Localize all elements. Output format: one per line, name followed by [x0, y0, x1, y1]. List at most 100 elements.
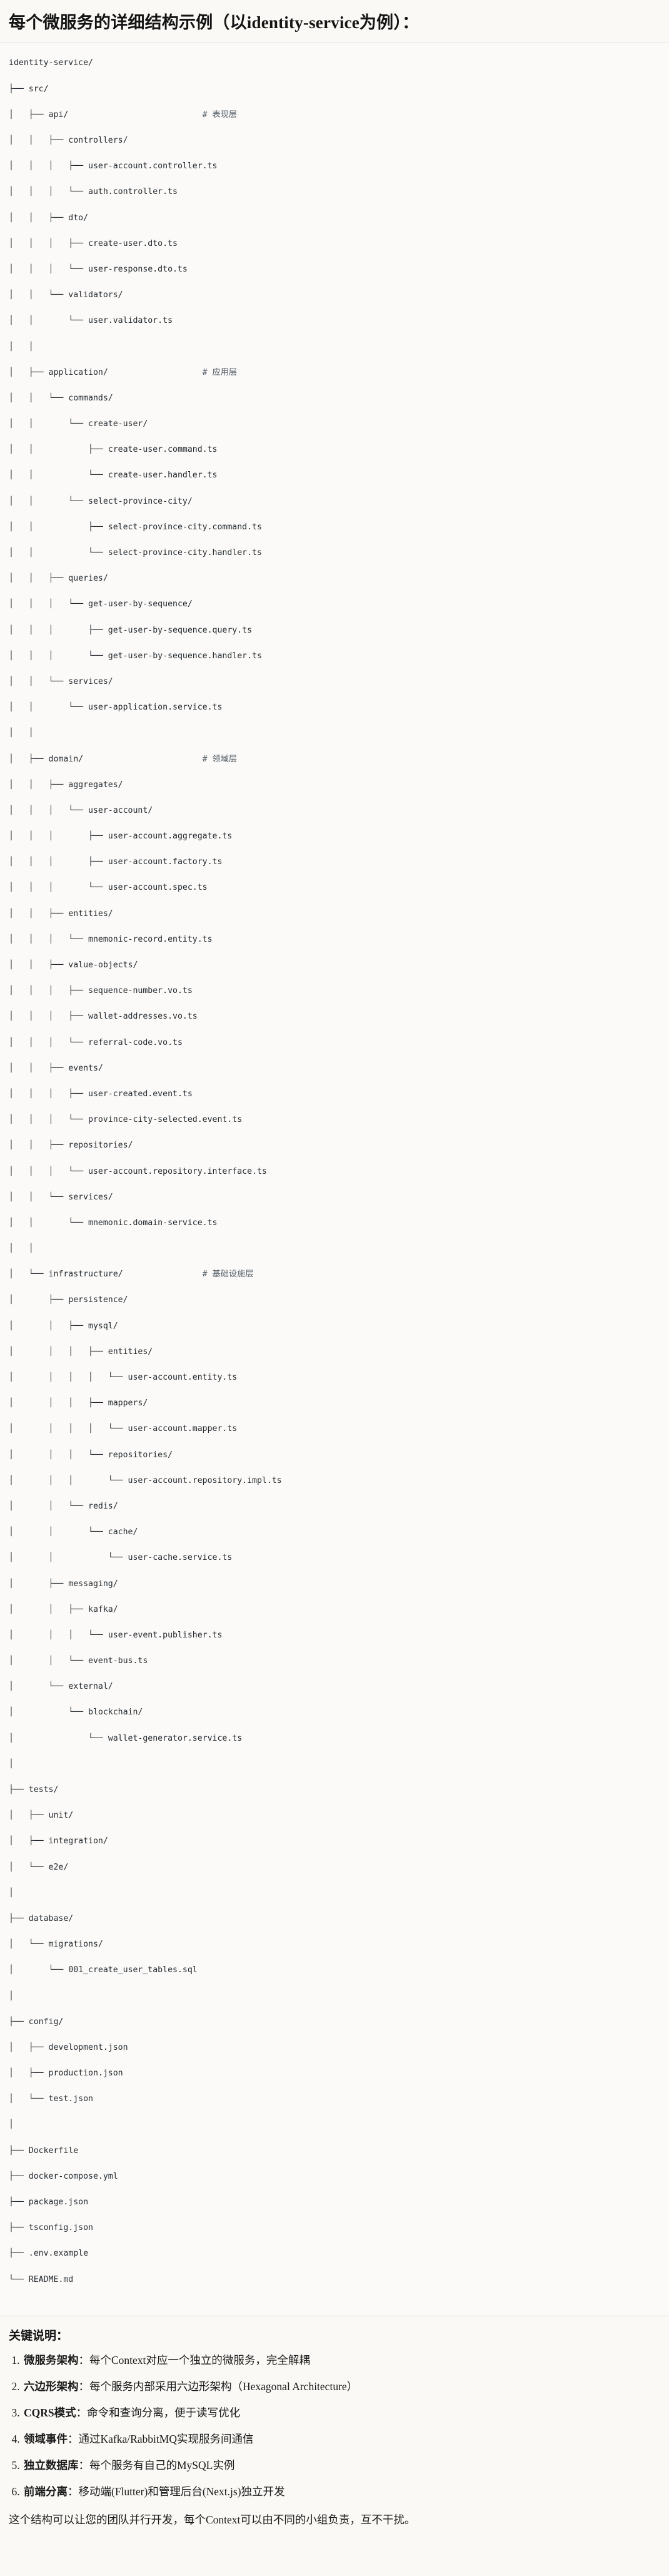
- tree-line: │ │ └── mnemonic.domain-service.ts: [9, 1217, 660, 1230]
- tree-line-text: │ │ ├── queries/: [9, 574, 108, 584]
- tree-line: │ │ │ ├── user-account.controller.ts: [9, 160, 660, 173]
- tree-line: │ │ │ ├── get-user-by-sequence.query.ts: [9, 624, 660, 638]
- tree-line-text: │: [9, 2120, 14, 2130]
- tree-line: │ │: [9, 341, 660, 354]
- tree-line-text: │ │ ├── select-province-city.command.ts: [9, 522, 262, 532]
- tree-line: ├── tsconfig.json: [9, 2222, 660, 2235]
- tree-line-text: │ │ └── user.validator.ts: [9, 316, 173, 326]
- tree-line: │ │ ├── kafka/: [9, 1604, 660, 1617]
- tree-line-text: │ │ │ ├── user-account.factory.ts: [9, 857, 223, 867]
- key-point-separator: ：: [68, 2485, 79, 2498]
- key-point-description: 命令和查询分离，便于读写优化: [87, 2406, 241, 2419]
- tree-line-comment: # 应用层: [202, 367, 238, 377]
- tree-line: │ │ └── select-province-city/: [9, 496, 660, 509]
- tree-line-text: │: [9, 1888, 14, 1898]
- tree-line: │ │ │ └── repositories/: [9, 1449, 660, 1462]
- tree-line: │ │ ├── events/: [9, 1062, 660, 1076]
- tree-line: │: [9, 1758, 660, 1771]
- tree-line: │ │ └── commands/: [9, 392, 660, 405]
- tree-line-text: │ │ │ └── auth.controller.ts: [9, 187, 178, 197]
- tree-line: ├── database/: [9, 1913, 660, 1926]
- tree-line: │ │ │ ├── create-user.dto.ts: [9, 238, 660, 251]
- tree-line: │ ├── messaging/: [9, 1578, 660, 1591]
- tree-line: │ ├── domain/ # 领域层: [9, 753, 660, 766]
- tree-line: │ ├── application/ # 应用层: [9, 367, 660, 380]
- tree-line: │ │ │ │ └── user-account.entity.ts: [9, 1372, 660, 1385]
- key-point-description: 移动端(Flutter)和管理后台(Next.js)独立开发: [78, 2485, 285, 2498]
- key-point-item: 独立数据库：每个服务有自己的MySQL实例: [23, 2457, 660, 2474]
- tree-line-text: │ │ └── mnemonic.domain-service.ts: [9, 1218, 218, 1228]
- tree-line-comment: # 领域层: [202, 754, 238, 764]
- tree-line-text: │ ├── persistence/: [9, 1295, 128, 1305]
- key-point-term: 微服务架构: [24, 2353, 79, 2366]
- tree-line: │ └── 001_create_user_tables.sql: [9, 1964, 660, 1977]
- tree-line-text: │ │ ├── mysql/: [9, 1321, 118, 1331]
- tree-line: │ │ │ ├── user-account.aggregate.ts: [9, 830, 660, 843]
- tree-line-text: │ └── blockchain/: [9, 1708, 143, 1718]
- tree-line-text: │: [9, 1759, 14, 1769]
- tree-line: │ │ ├── mysql/: [9, 1320, 660, 1333]
- key-point-separator: ：: [76, 2406, 88, 2419]
- tree-line-text: │ │ ├── repositories/: [9, 1141, 133, 1151]
- key-point-description: 每个服务内部采用六边形架构（Hexagonal Architecture）: [89, 2380, 358, 2393]
- tree-line-text: │ │ └── event-bus.ts: [9, 1656, 148, 1666]
- tree-line: identity-service/: [9, 57, 660, 70]
- tree-line: │: [9, 1990, 660, 2003]
- tree-line-text: │ │ │ └── province-city-selected.event.t…: [9, 1115, 243, 1125]
- tree-line: │ ├── production.json: [9, 2067, 660, 2080]
- tree-line-text: │ │ │ └── user-account.spec.ts: [9, 883, 208, 893]
- key-point-term: 独立数据库: [24, 2459, 79, 2472]
- tree-line-text: │ │ │ ├── get-user-by-sequence.query.ts: [9, 625, 253, 635]
- tree-line: │ │ │ └── user-account.repository.interf…: [9, 1166, 660, 1179]
- tree-line-text: ├── tests/: [9, 1785, 59, 1795]
- tree-line: │ │ │ └── user-account.spec.ts: [9, 882, 660, 895]
- tree-line: ├── package.json: [9, 2196, 660, 2209]
- tree-line-text: │ │ └── user-cache.service.ts: [9, 1553, 233, 1563]
- tree-line-text: │ │ └── select-province-city/: [9, 496, 193, 506]
- tree-line: │ ├── development.json: [9, 2042, 660, 2055]
- tree-line: │ │ └── cache/: [9, 1526, 660, 1539]
- tree-line: │ │ └── validators/: [9, 289, 660, 302]
- tree-line-text: │ ├── api/: [9, 109, 69, 120]
- key-point-item: 领域事件：通过Kafka/RabbitMQ实现服务间通信: [23, 2431, 660, 2448]
- tree-line-text: │ ├── development.json: [9, 2042, 128, 2052]
- tree-line: │ │ └── services/: [9, 676, 660, 689]
- tree-line-comment: # 表现层: [202, 109, 238, 120]
- tree-line: │ ├── integration/: [9, 1835, 660, 1848]
- tree-line: │: [9, 2119, 660, 2132]
- tree-line-text: │ │ │ ├── user-created.event.ts: [9, 1089, 193, 1099]
- tree-line-text: └── README.md: [9, 2274, 74, 2284]
- key-point-item: 六边形架构：每个服务内部采用六边形架构（Hexagonal Architectu…: [23, 2378, 660, 2395]
- tree-line-text: │ │ ├── events/: [9, 1063, 103, 1073]
- tree-line: │ │ │ └── user-response.dto.ts: [9, 263, 660, 277]
- tree-line-text: │ │ │ ├── wallet-addresses.vo.ts: [9, 1012, 198, 1022]
- tree-line: │ │ └── user.validator.ts: [9, 315, 660, 328]
- tree-line: │ │ └── create-user.handler.ts: [9, 469, 660, 482]
- tree-line-text: │ ├── domain/: [9, 754, 84, 764]
- tree-line-text: │: [9, 1991, 14, 2001]
- tree-line-text: │ │ │ └── user-account/: [9, 805, 153, 815]
- key-points-list: 微服务架构：每个Context对应一个独立的微服务，完全解耦六边形架构：每个服务…: [9, 2352, 660, 2501]
- tree-line: ├── config/: [9, 2016, 660, 2029]
- tree-line-text: ├── config/: [9, 2017, 64, 2027]
- tree-line-text: │ │ └── select-province-city.handler.ts: [9, 548, 262, 557]
- tree-line: │ │ └── event-bus.ts: [9, 1655, 660, 1668]
- tree-line-text: │ │ └── user-application.service.ts: [9, 703, 223, 713]
- tree-line: │ │ └── services/: [9, 1191, 660, 1204]
- key-point-description: 每个服务有自己的MySQL实例: [89, 2459, 235, 2472]
- tree-line-text: │ │ │ └── user-account.repository.interf…: [9, 1166, 267, 1176]
- tree-line-text: │ ├── unit/: [9, 1811, 74, 1821]
- tree-line: │ └── wallet-generator.service.ts: [9, 1733, 660, 1746]
- key-point-item: CQRS模式：命令和查询分离，便于读写优化: [23, 2405, 660, 2421]
- closing-paragraph: 这个结构可以让您的团队并行开发，每个Context可以由不同的小组负责，互不干扰…: [9, 2513, 416, 2526]
- tree-line: │ │ ├── controllers/: [9, 135, 660, 148]
- tree-line: │ ├── persistence/: [9, 1294, 660, 1307]
- tree-line-text: │ └── test.json: [9, 2094, 93, 2104]
- directory-tree-block: identity-service/ ├── src/ │ ├── api/ # …: [0, 43, 669, 2316]
- key-point-separator: ：: [78, 2459, 90, 2472]
- tree-line: │ │ │ └── mnemonic-record.entity.ts: [9, 934, 660, 947]
- tree-line: │ │ │ └── user-account.repository.impl.t…: [9, 1475, 660, 1488]
- tree-line-text: │ │: [9, 1244, 34, 1254]
- tree-line-text: ├── Dockerfile: [9, 2146, 79, 2156]
- key-point-item: 微服务架构：每个Context对应一个独立的微服务，完全解耦: [23, 2352, 660, 2369]
